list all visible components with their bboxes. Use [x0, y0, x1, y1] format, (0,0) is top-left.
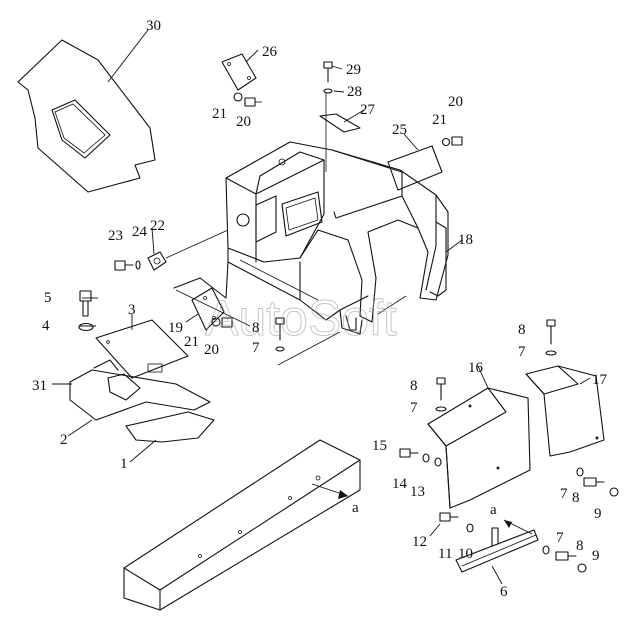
label-20-top-right: 20 [448, 94, 463, 110]
part-19-cover [191, 287, 233, 331]
label-20-mid: 20 [204, 342, 219, 358]
label-6: 6 [500, 584, 508, 600]
label-18: 18 [458, 232, 473, 248]
label-21-top-right: 21 [432, 112, 447, 128]
part-17-cover [525, 365, 605, 457]
bolt-20-21-top-right [441, 136, 463, 147]
label-7-mid: 7 [252, 340, 260, 356]
label-8-lower-right: 8 [576, 538, 584, 554]
label-31: 31 [32, 378, 47, 394]
part-16-cover [427, 387, 531, 509]
bolt-8-washer-7-center-right [435, 377, 447, 412]
label-3: 3 [128, 302, 136, 318]
main-frame [173, 92, 449, 366]
part-1-plate [125, 411, 215, 443]
watermark: AutoSoft [205, 290, 397, 346]
label-7-top-right: 7 [518, 344, 526, 360]
label-7-lower-right: 7 [556, 530, 564, 546]
label-21-top-left: 21 [212, 106, 227, 122]
label-10: 10 [458, 546, 473, 562]
part-30-mat [17, 39, 156, 193]
part-26-cover [221, 53, 257, 91]
label-29: 29 [346, 62, 361, 78]
bolt-15-14-13 [399, 448, 442, 467]
label-9-lower-right: 9 [592, 548, 600, 564]
label-8-upper-right: 8 [572, 490, 580, 506]
label-13: 13 [410, 484, 425, 500]
label-2: 2 [60, 432, 68, 448]
part-25-panel [387, 145, 443, 191]
bolt-8-washer-7-top-right [545, 319, 557, 356]
leader-lines [52, 29, 591, 585]
part-31-2-base [69, 359, 211, 421]
label-25: 25 [392, 122, 407, 138]
label-26: 26 [262, 44, 278, 60]
part-22-23-24 [114, 229, 229, 271]
label-21-mid: 21 [184, 334, 199, 350]
label-12: 12 [412, 534, 427, 550]
label-27: 27 [360, 102, 376, 118]
bolt-7-8-9-upper [576, 467, 619, 497]
label-17: 17 [592, 372, 608, 388]
label-a-left: a [352, 500, 359, 516]
label-4: 4 [42, 318, 50, 334]
label-22: 22 [150, 218, 165, 234]
bolt-8-washer-7-center [275, 317, 285, 352]
label-1: 1 [120, 456, 128, 472]
label-19: 19 [168, 320, 183, 336]
label-23: 23 [108, 228, 123, 244]
bolt-7-8-9-lower [542, 545, 587, 573]
label-8-center-right: 8 [410, 378, 418, 394]
arrow-a-left [311, 483, 349, 499]
label-7-upper-right: 7 [560, 486, 568, 502]
label-15: 15 [372, 438, 387, 454]
part-3-plate [95, 319, 189, 379]
arrow-a-right [503, 519, 533, 535]
label-a-right: a [490, 502, 497, 518]
label-20-top-left: 20 [236, 114, 251, 130]
part-6-bar [439, 512, 539, 573]
part-27-bracket [319, 113, 361, 133]
label-30: 30 [146, 18, 161, 34]
label-11: 11 [438, 546, 452, 562]
label-24: 24 [132, 224, 148, 240]
long-frame-rail [123, 439, 361, 611]
label-28: 28 [347, 84, 362, 100]
label-14: 14 [392, 476, 408, 492]
label-9-upper-right: 9 [594, 506, 602, 522]
label-8-top-right: 8 [518, 322, 526, 338]
label-7-center-right: 7 [410, 400, 418, 416]
part-18 [429, 221, 447, 297]
label-5: 5 [44, 290, 52, 306]
bolt-29-washer-28 [323, 61, 333, 94]
callout-labels: 30 26 29 28 27 20 21 21 20 25 18 23 24 2… [32, 18, 608, 600]
label-8-mid: 8 [252, 320, 260, 336]
bolt-20-21-top-left [233, 92, 262, 107]
label-16: 16 [468, 360, 484, 376]
bolt-5-washer-4 [78, 290, 94, 332]
